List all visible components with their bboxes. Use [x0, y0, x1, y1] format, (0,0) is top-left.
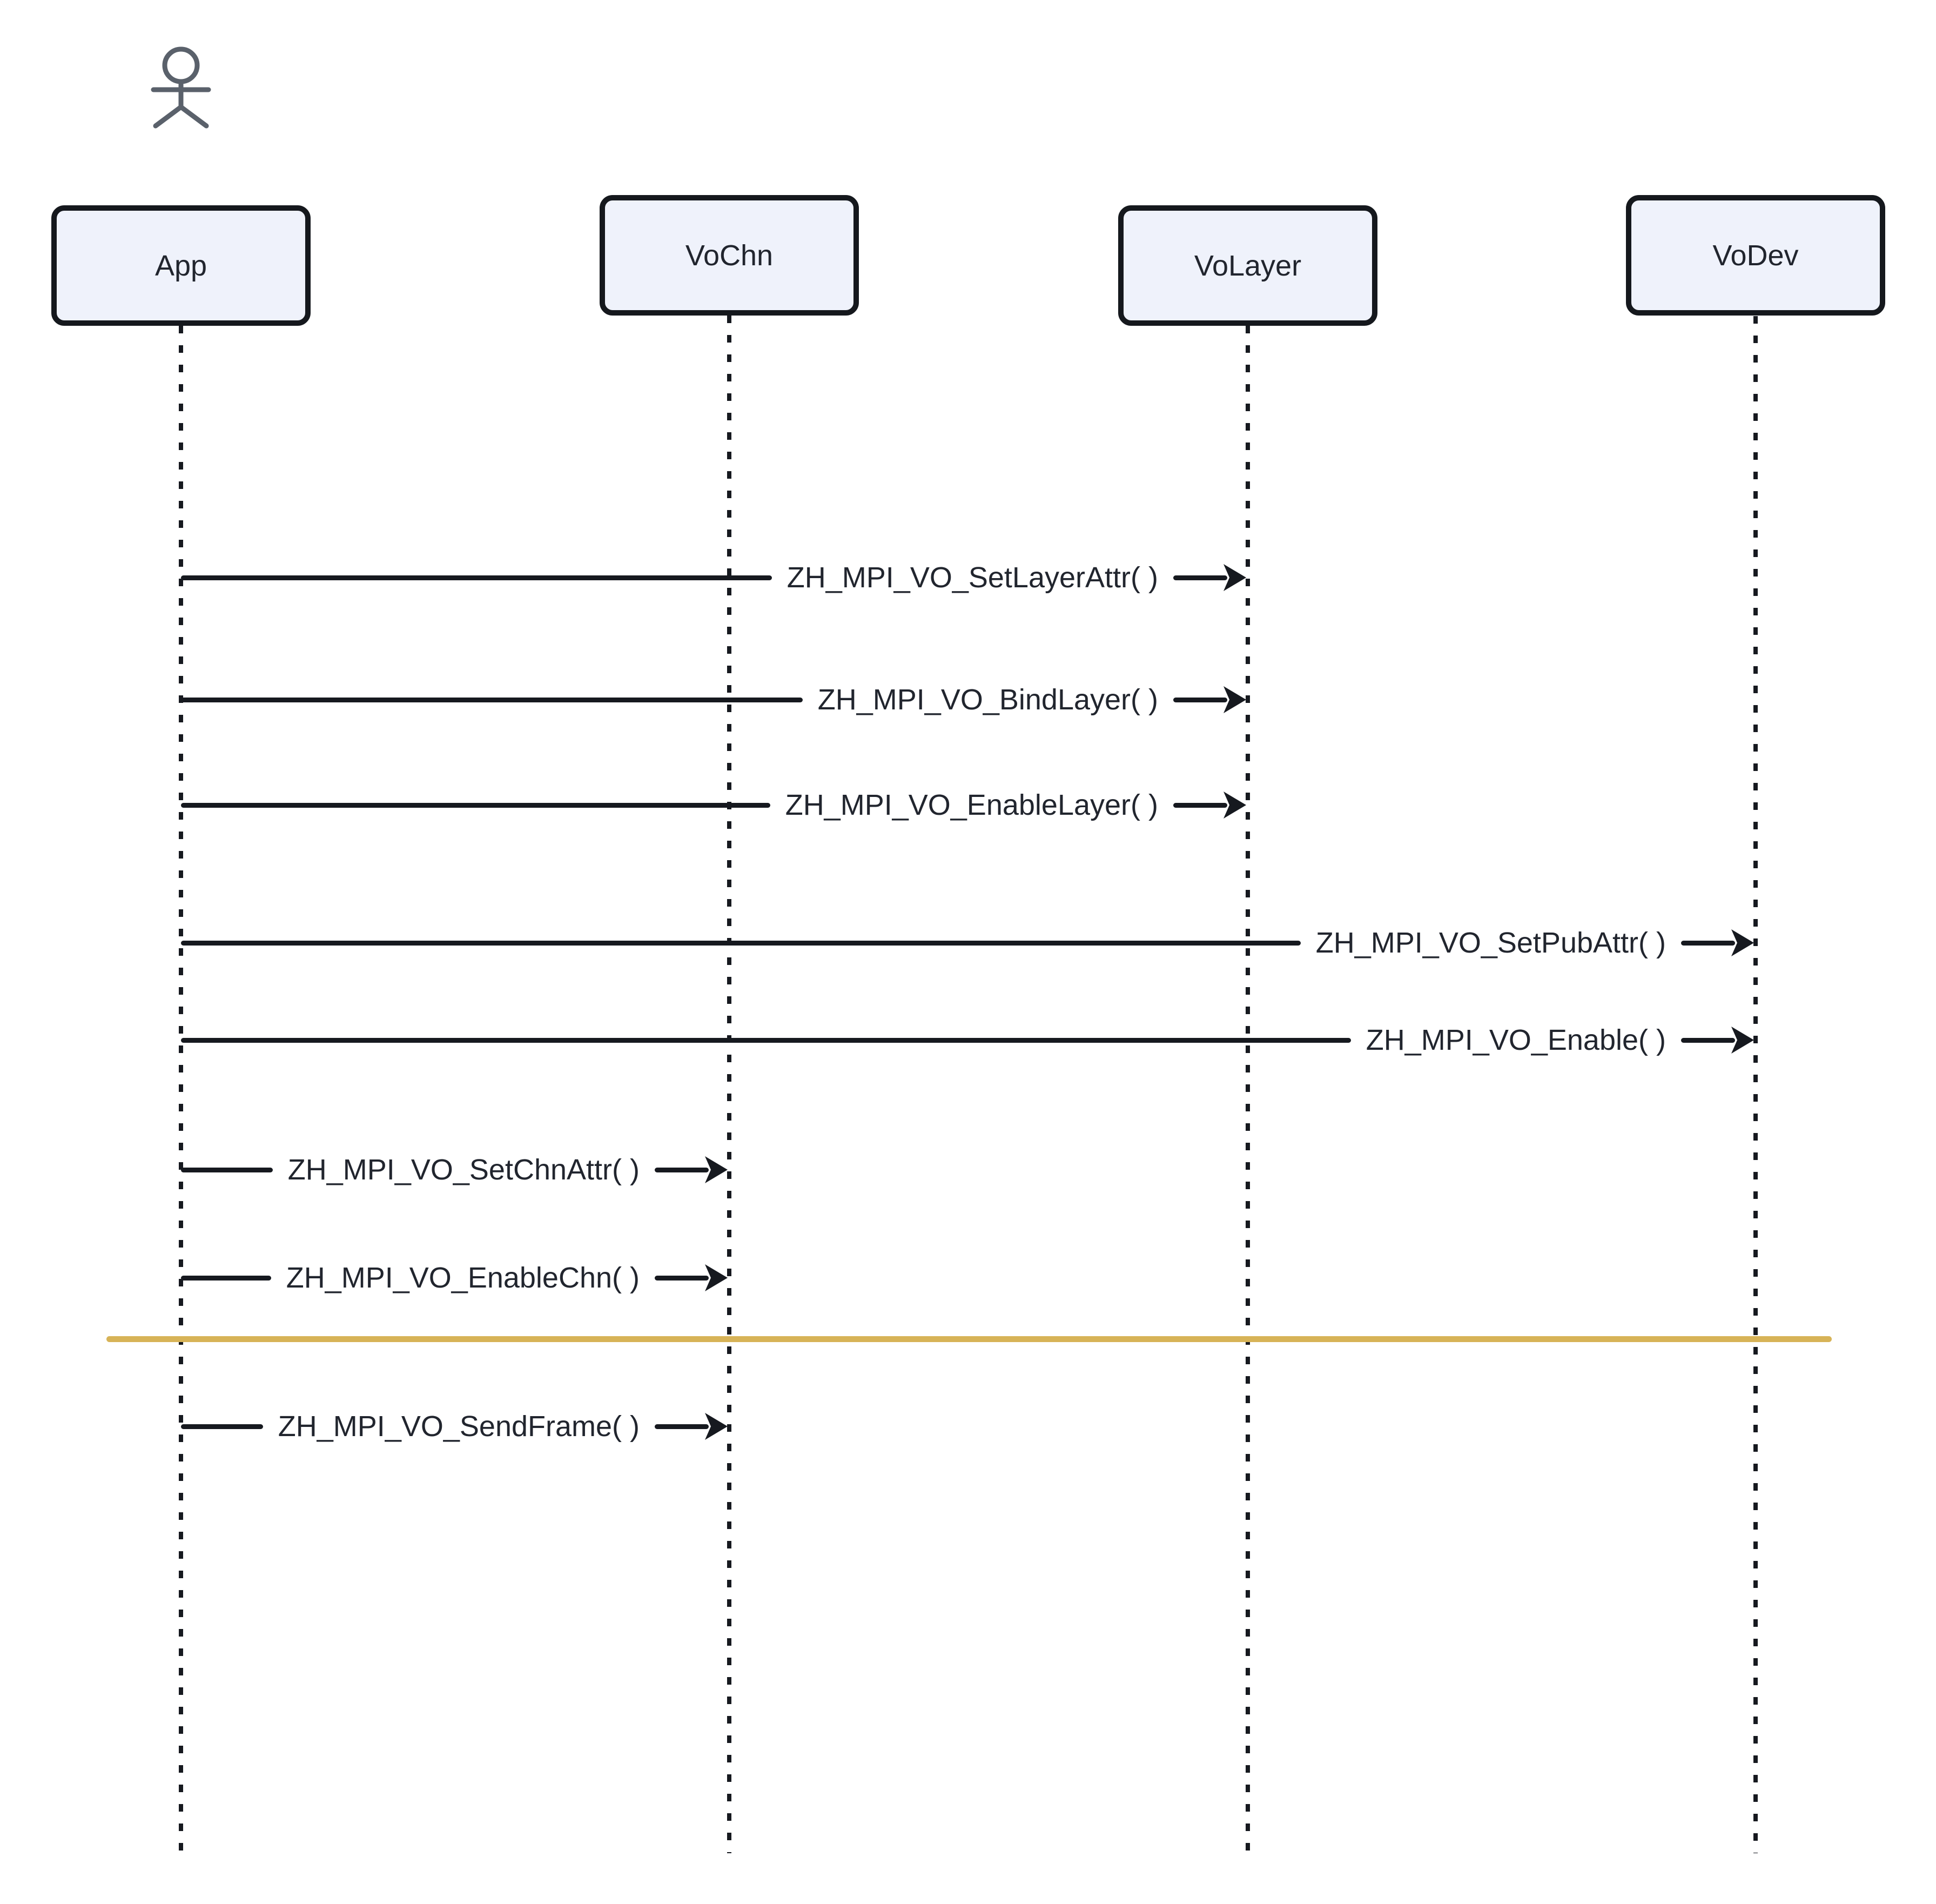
- arrowhead-icon: [1731, 929, 1754, 956]
- participant-label: VoDev: [1712, 239, 1799, 272]
- lifeline-vodev: [1753, 316, 1758, 1853]
- message-setchnattr: ZH_MPI_VO_SetChnAttr( ): [181, 1152, 729, 1187]
- message-enable: ZH_MPI_VO_Enable( ): [181, 1023, 1756, 1057]
- message-label: ZH_MPI_VO_BindLayer( ): [817, 683, 1158, 716]
- phase-divider-line: [106, 1336, 1832, 1342]
- participant-app: App: [51, 205, 311, 326]
- message-label: ZH_MPI_VO_SetLayerAttr( ): [786, 561, 1158, 594]
- participant-volayer: VoLayer: [1118, 205, 1377, 326]
- message-line: [1173, 802, 1227, 808]
- message-label: ZH_MPI_VO_EnableLayer( ): [785, 789, 1158, 821]
- actor-icon: [151, 46, 211, 129]
- message-label: ZH_MPI_VO_Enable( ): [1366, 1024, 1666, 1056]
- arrowhead-icon: [1224, 564, 1246, 591]
- lifeline-app: [179, 326, 183, 1853]
- message-line: [655, 1275, 709, 1280]
- message-enablelayer: ZH_MPI_VO_EnableLayer( ): [181, 788, 1248, 822]
- message-sendframe: ZH_MPI_VO_SendFrame( ): [181, 1409, 729, 1444]
- message-line: [181, 1424, 263, 1429]
- message-line: [181, 802, 770, 808]
- participant-vochn: VoChn: [600, 195, 859, 316]
- message-line: [655, 1424, 709, 1429]
- message-line: [1173, 697, 1227, 702]
- arrowhead-icon: [1224, 686, 1246, 713]
- message-line: [1681, 940, 1735, 946]
- message-line: [1173, 575, 1227, 580]
- message-label: ZH_MPI_VO_SetPubAttr( ): [1315, 927, 1666, 959]
- message-line: [181, 1275, 271, 1280]
- arrowhead-icon: [1224, 792, 1246, 819]
- message-label: ZH_MPI_VO_SetChnAttr( ): [287, 1154, 640, 1186]
- message-line: [655, 1167, 709, 1172]
- message-line: [1681, 1037, 1735, 1043]
- message-line: [181, 575, 772, 580]
- arrowhead-icon: [705, 1264, 728, 1291]
- lifeline-volayer: [1246, 326, 1250, 1853]
- message-setlayerattr: ZH_MPI_VO_SetLayerAttr( ): [181, 560, 1248, 595]
- message-line: [181, 697, 803, 702]
- message-line: [181, 1167, 273, 1172]
- participant-vodev: VoDev: [1626, 195, 1885, 316]
- message-bindlayer: ZH_MPI_VO_BindLayer( ): [181, 682, 1248, 717]
- lifeline-vochn: [727, 316, 731, 1853]
- message-label: ZH_MPI_VO_EnableChn( ): [286, 1262, 640, 1294]
- participant-label: VoLayer: [1194, 249, 1302, 282]
- message-line: [181, 940, 1301, 946]
- arrowhead-icon: [1731, 1027, 1754, 1054]
- arrowhead-icon: [705, 1413, 728, 1440]
- message-line: [181, 1037, 1351, 1043]
- participant-label: VoChn: [685, 239, 774, 272]
- message-enablechn: ZH_MPI_VO_EnableChn( ): [181, 1261, 729, 1295]
- arrowhead-icon: [705, 1156, 728, 1183]
- message-label: ZH_MPI_VO_SendFrame( ): [278, 1410, 640, 1443]
- message-setpubattr: ZH_MPI_VO_SetPubAttr( ): [181, 926, 1756, 960]
- participant-label: App: [154, 249, 207, 282]
